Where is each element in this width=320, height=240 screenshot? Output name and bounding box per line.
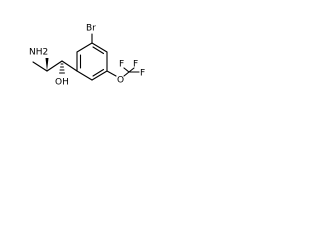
c-o-bond <box>106 70 117 77</box>
hydroxyl-label: OH <box>55 78 69 88</box>
fluorine-top-right-label: F <box>133 60 138 70</box>
methyl-bond <box>32 61 48 72</box>
hashed-wedge-bond-oh <box>59 63 65 74</box>
benzene-ring <box>76 42 108 81</box>
ring-bond-bottom <box>76 70 93 81</box>
ring-bond-top <box>91 42 108 53</box>
ring-double-bond-bottom-right <box>92 68 105 77</box>
c-f-bond-top-left <box>123 67 130 73</box>
fluorine-top-left-label: F <box>119 60 124 70</box>
ring-double-bond-top-right <box>92 46 105 55</box>
chemical-structure-diagram: Br O F F F OH NH2 <box>29 24 145 88</box>
ring-bond-upper-left <box>76 42 93 53</box>
bromine-label: Br <box>86 24 96 34</box>
ring-bond-lower-right <box>91 70 108 81</box>
solid-wedge-bond-nh2 <box>45 58 49 71</box>
c-f-bond-top-right <box>128 67 135 73</box>
fluorine-right-label: F <box>140 69 145 79</box>
carbinol-to-amine-carbon-bond <box>46 60 63 72</box>
amine-label: NH2 <box>29 48 48 58</box>
ether-oxygen-label: O <box>117 76 124 86</box>
ring-to-carbinol-bond <box>61 60 78 72</box>
o-cf3-bond <box>123 71 130 77</box>
